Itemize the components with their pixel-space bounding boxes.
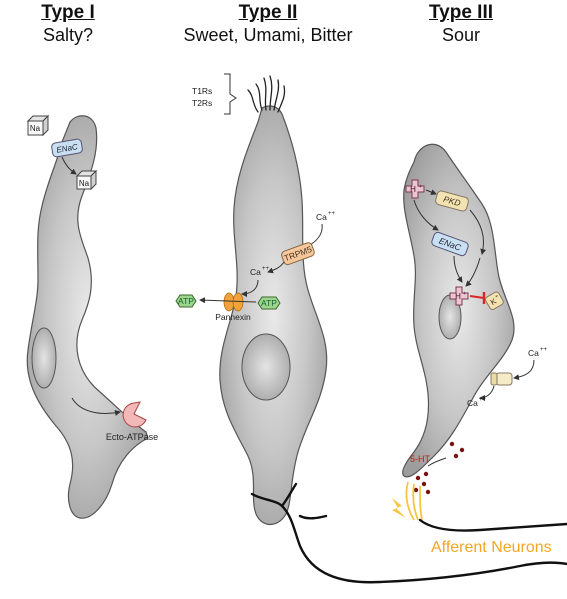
- h-top-sup: +: [419, 184, 422, 190]
- ecto-atpase-label: Ecto-ATPase: [106, 432, 158, 442]
- type2-ca-int-sup: ++: [262, 266, 270, 272]
- type3-ca-int-sup: ++: [479, 397, 487, 403]
- type1-heading: Type I Salty?: [13, 3, 123, 47]
- type2-ca-ext-sup: ++: [328, 211, 336, 217]
- pannexin-channel: [223, 292, 244, 312]
- type2-nucleus: [241, 333, 291, 401]
- lightning-icon: [392, 498, 406, 518]
- pkd-label: PKD: [442, 194, 461, 208]
- h-top-label: H: [410, 185, 416, 194]
- k-block-line: [469, 295, 485, 299]
- trpm5-channel: TRPM5: [281, 242, 315, 266]
- k-label: K: [489, 296, 499, 307]
- type2-microvilli: [247, 75, 286, 113]
- h-mid-sup: +: [463, 291, 466, 297]
- type1-title: Type I: [41, 2, 95, 23]
- type2-ca-ext-label: Ca: [316, 212, 327, 222]
- serotonin-label: 5-HT: [410, 454, 431, 464]
- type2-title: Type II: [238, 2, 298, 23]
- type3-heading: Type III Sour: [401, 3, 521, 47]
- t2rs-label: T2Rs: [192, 98, 212, 108]
- receptor-bracket: [224, 73, 237, 115]
- type3-ca-ext-label: Ca: [528, 348, 539, 358]
- type1-cell-body: [26, 115, 149, 519]
- type1-na-bottom-label: Na: [79, 179, 90, 188]
- type2-subtitle: Sweet, Umami, Bitter: [183, 25, 353, 45]
- k-sup: +: [494, 294, 500, 301]
- t1rs-label: T1Rs: [192, 86, 212, 96]
- atp-left-label: ATP: [178, 296, 194, 306]
- type3-cell: [402, 143, 515, 478]
- type3-enac-channel: ENaC: [431, 231, 469, 257]
- type3-title: Type III: [428, 2, 494, 23]
- h-ion-mid-icon: H +: [449, 286, 469, 306]
- type1-na-top-cube: Na: [26, 114, 50, 137]
- type3-ca-channel: [490, 372, 513, 386]
- pannexin-label: Pannexin: [215, 312, 251, 322]
- type2-heading: Type II Sweet, Umami, Bitter: [168, 3, 368, 47]
- type1-na-bottom-cube: Na: [75, 169, 98, 191]
- afferent-neuron-lines: [250, 482, 567, 584]
- type1-enac-label: ENaC: [56, 142, 79, 155]
- pkd-channel: PKD: [435, 190, 469, 212]
- atp-left-icon: ATP: [175, 294, 197, 308]
- type2-cell: [219, 75, 328, 526]
- atp-right-label: ATP: [261, 298, 277, 308]
- type1-nucleus: [31, 327, 57, 389]
- synapse-terminal: [405, 481, 423, 521]
- type1-cell: [26, 115, 149, 519]
- atp-right-icon: ATP: [257, 296, 281, 310]
- type3-ca-int-label: Ca: [467, 398, 478, 408]
- type1-na-top-label: Na: [30, 124, 41, 133]
- h-mid-label: H: [455, 292, 461, 301]
- h-ion-top-icon: H +: [405, 179, 425, 199]
- ecto-atpase-icon: [122, 401, 147, 428]
- type3-subtitle: Sour: [441, 25, 481, 45]
- k-channel: K +: [485, 291, 504, 310]
- type1-subtitle: Salty?: [42, 25, 94, 45]
- serotonin-vesicles: [412, 440, 465, 495]
- type2-cell-body: [219, 105, 328, 526]
- type3-ca-ext-sup: ++: [540, 347, 548, 353]
- afferent-neurons-label: Afferent Neurons: [431, 539, 552, 556]
- type1-enac-channel: ENaC: [51, 138, 83, 158]
- type2-ca-int-label: Ca: [250, 267, 261, 277]
